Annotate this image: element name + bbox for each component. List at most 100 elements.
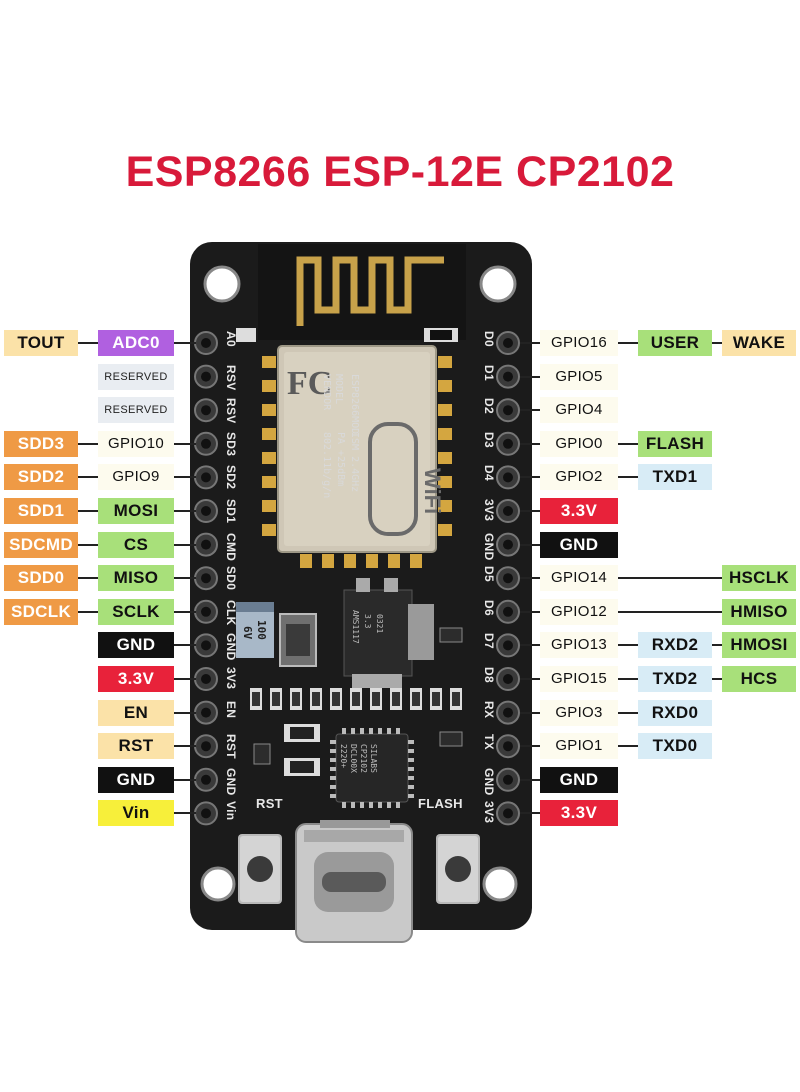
pin-silk-label: GND [482,532,496,561]
pin-silk-label: D1 [482,364,496,381]
fcc-logo: FC [287,365,332,402]
connector-line [174,610,196,613]
connector-line [174,342,196,344]
connector-line [520,644,540,647]
pin-silk-label: RSV [224,398,238,424]
usb-chip-text-2: CP2102 [359,744,368,773]
mounting-hole-tr [479,265,517,303]
pin-label-function: MISO [98,565,174,592]
pin-label-function: ADC0 [98,330,174,356]
pin-label-extra: HCS [722,666,796,692]
capacitor-text-2: 6V [241,626,254,640]
pin-silk-label: CLK [224,599,238,626]
connector-line [174,510,196,512]
pin-silk-label: GND [224,633,238,661]
connector-line [520,610,540,613]
pin-silk-label: D7 [482,633,496,650]
module-text-pa: PA +25dBm [335,432,346,487]
pin-label-alt: SDD3 [4,430,78,457]
connector-line [78,342,98,344]
connector-line [618,476,638,479]
connector-line [618,745,638,748]
connector-line [520,476,540,479]
pin-label-power: GND [540,766,618,793]
pin-silk-label: D4 [482,465,496,482]
pin-silk-label: 3V3 [482,801,496,824]
pin-label-function: CS [98,531,174,558]
connector-line [520,375,540,378]
connector-line [78,442,98,445]
connector-line [520,342,540,344]
connector-line [618,610,722,613]
pin-label-gpio: GPIO5 [540,363,618,390]
svg-text:WiFi: WiFi [420,468,445,514]
antenna-trace [296,256,444,326]
rst-button [247,856,273,882]
rst-silk-label: RST [256,796,283,811]
pin-label-function: 3.3V [98,666,174,692]
connector-line [78,577,98,580]
pin-label-alt: SDCMD [4,531,78,558]
left-header-pins [194,331,218,826]
connector-line [712,678,722,680]
connector-line [174,711,196,714]
connector-line [520,778,540,781]
connector-line [520,812,540,815]
pin-silk-label: GND [482,767,496,796]
pin-label-gpio: GPIO2 [540,464,618,491]
pin-label-function: RXD0 [638,699,712,726]
pin-silk-label: RSV [224,364,238,391]
connector-line [712,342,722,344]
pin-silk-label: 3V3 [482,499,496,522]
pin-label-gpio: GPIO12 [540,598,618,625]
pin-silk-label: RX [482,700,496,718]
pin-label-gpio: GPIO0 [540,430,618,457]
regulator-text-3: 0321 [375,614,384,634]
connector-line [174,476,196,479]
pin-silk-label: SD2 [224,465,238,490]
pin-label-reserved: RESERVED [98,363,174,390]
pin-label-function: GPIO9 [98,464,174,491]
usb-chip-text-4: 2220+ [339,744,348,769]
connector-line [520,577,540,580]
connector-line [78,610,98,613]
pin-label-function: GND [98,766,174,793]
connector-line [174,644,196,647]
pin-label-function: RST [98,733,174,760]
connector-line [618,342,638,344]
connector-line [174,543,196,546]
module-text-vendor: VENDOR [321,374,332,411]
connector-line [520,409,540,412]
connector-line [520,678,540,680]
pin-silk-label: D0 [482,331,496,347]
pin-silk-label: GND [224,767,238,796]
connector-line [520,442,540,445]
page-title: ESP8266 ESP-12E CP2102 [125,148,675,196]
connector-line [520,745,540,748]
usb-chip-text-1: SILABS [369,744,378,773]
pin-label-power: GND [540,531,618,558]
regulator-text-2: 3.3 [363,614,372,629]
pin-label-function: MOSI [98,498,174,524]
pin-silk-label: SD3 [224,431,238,457]
pin-label-alt: SDCLK [4,598,78,625]
pin-label-alt: SDD0 [4,565,78,592]
pin-label-alt: SDD1 [4,498,78,524]
smd-component-row [250,688,462,710]
capacitor-text-1: 100 [255,620,268,640]
pin-silk-label: SD0 [224,566,238,591]
connector-line [174,678,196,680]
connector-line [78,510,98,512]
connector-line [174,577,196,580]
connector-line [712,644,722,647]
connector-line [174,442,196,445]
connector-line [618,442,638,445]
module-pads [262,356,452,568]
pin-label-gpio: GPIO13 [540,632,618,659]
regulator-text-1: AMS1117 [351,610,360,644]
pin-label-extra: HMOSI [722,632,796,659]
connector-line [520,510,540,512]
voltage-regulator [343,589,413,677]
module-text-80211: 802.11b/g/n [321,432,332,499]
flash-silk-label: FLASH [418,796,463,811]
